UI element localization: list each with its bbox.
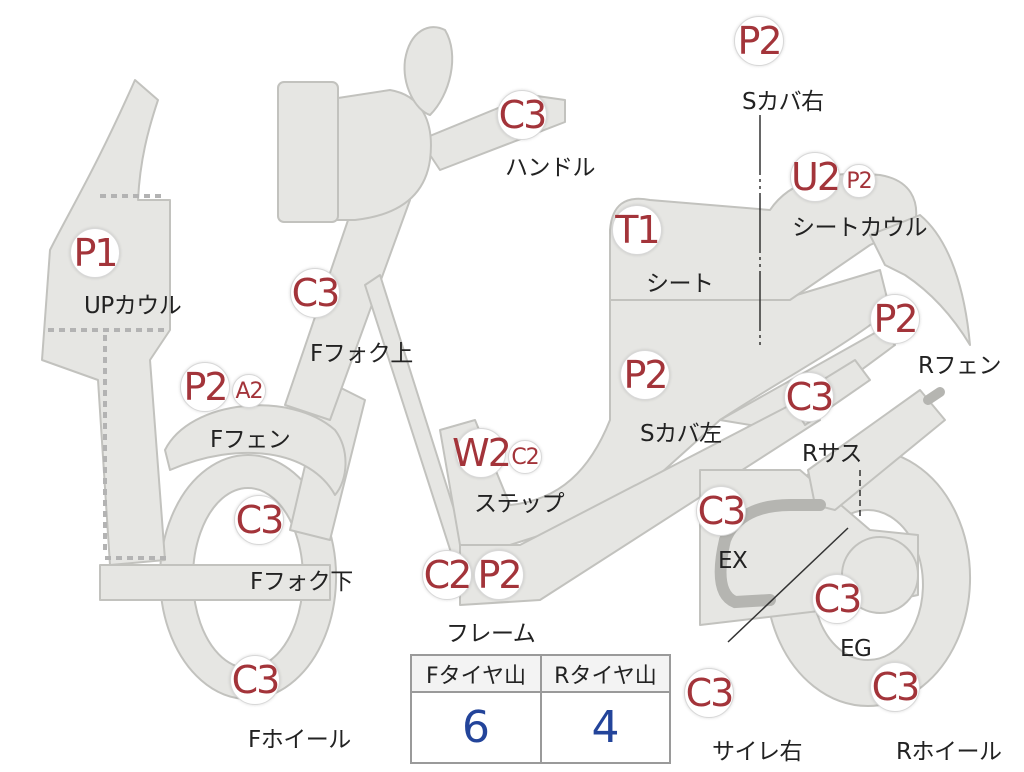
label-r-sus: Rサス bbox=[802, 441, 863, 467]
tire-tread-table: Fタイヤ山 Rタイヤ山 6 4 bbox=[410, 654, 671, 764]
label-eg: EG bbox=[840, 636, 872, 662]
label-r-fender: Rフェン bbox=[918, 353, 1001, 379]
label-s-cover-left: Sカバ左 bbox=[640, 421, 722, 447]
grade-badge-handle: C3 bbox=[497, 90, 547, 140]
grade-badge-r-sus: C3 bbox=[784, 372, 834, 422]
silencer-end-shape bbox=[923, 387, 945, 405]
rear-tire-value: 4 bbox=[591, 702, 620, 753]
mirror-shape bbox=[403, 26, 454, 116]
front-tire-value: 6 bbox=[462, 702, 490, 753]
label-ex: EX bbox=[718, 548, 748, 574]
rear-tire-header: Rタイヤ山 bbox=[542, 656, 669, 693]
label-s-cover-right: Sカバ右 bbox=[742, 89, 824, 115]
grade-badge-f-wheel: C3 bbox=[230, 655, 280, 705]
headlight-shape bbox=[324, 89, 432, 221]
instrument-block-shape bbox=[277, 81, 339, 223]
grade-badge-f-fender-2: A2 bbox=[232, 374, 266, 408]
label-f-fork-up: Fフォク上 bbox=[310, 341, 413, 367]
table-divider bbox=[540, 656, 542, 762]
grade-badge-s-cover-right: P2 bbox=[734, 16, 784, 66]
label-f-fender: Fフェン bbox=[210, 427, 291, 453]
grade-badge-step-2: C2 bbox=[508, 440, 542, 474]
grade-badge-r-fender: P2 bbox=[870, 294, 920, 344]
frame-tube-shape bbox=[364, 274, 471, 566]
grade-badge-frame-1: C2 bbox=[422, 550, 472, 600]
grade-badge-up-cowl: P1 bbox=[70, 228, 120, 278]
grade-badge-f-fork-up: C3 bbox=[290, 268, 340, 318]
grade-badge-frame-2: P2 bbox=[474, 550, 524, 600]
lower-frame-shape bbox=[459, 399, 821, 606]
label-seat-cowl: シートカウル bbox=[792, 215, 928, 241]
label-frame: フレーム bbox=[446, 621, 536, 647]
silencer-leader bbox=[727, 527, 849, 643]
grade-badge-silencer-right: C3 bbox=[684, 668, 734, 718]
rear-tail-shape bbox=[869, 214, 971, 346]
label-seat: シート bbox=[646, 271, 714, 297]
label-f-fork-low: Fフォク下 bbox=[250, 569, 353, 595]
front-fender-shape bbox=[164, 404, 347, 496]
grade-badge-f-fender-1: P2 bbox=[180, 362, 230, 412]
label-step: ステップ bbox=[474, 491, 565, 517]
label-f-wheel: Fホイール bbox=[248, 727, 351, 753]
grade-badge-s-cover-left: P2 bbox=[620, 350, 670, 400]
grade-badge-step-1: W2 bbox=[452, 428, 512, 478]
label-silencer-right: サイレ右 bbox=[712, 739, 803, 765]
label-handle: ハンドル bbox=[505, 155, 596, 181]
grade-badge-r-wheel: C3 bbox=[870, 662, 920, 712]
grade-badge-seat-cowl-1: U2 bbox=[790, 152, 841, 202]
grade-badge-seat: T1 bbox=[612, 205, 662, 255]
front-tire-header: Fタイヤ山 bbox=[412, 656, 540, 693]
label-up-cowl: UPカウル bbox=[84, 293, 182, 319]
exhaust-pipe-shape bbox=[714, 499, 826, 609]
floor-step-shape bbox=[99, 564, 331, 601]
grade-badge-eg: C3 bbox=[812, 574, 862, 624]
grade-badge-f-fork-low: C3 bbox=[234, 495, 284, 545]
grade-badge-ex: C3 bbox=[696, 486, 746, 536]
label-r-wheel: Rホイール bbox=[896, 739, 1002, 765]
grade-badge-seat-cowl-2: P2 bbox=[842, 164, 876, 198]
